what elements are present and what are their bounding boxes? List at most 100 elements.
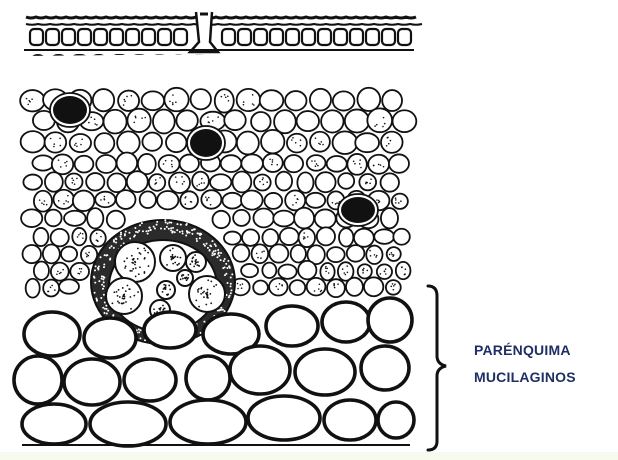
parenchyma-cell: [90, 230, 105, 247]
stipple-dot: [122, 297, 124, 299]
stipple-dot: [74, 144, 76, 146]
stipple-dot: [391, 252, 393, 254]
stipple-dot: [210, 281, 212, 283]
stipple-dot: [144, 117, 146, 119]
stipple-dot: [393, 289, 395, 291]
stipple-dot: [198, 265, 200, 267]
stipple-dot: [123, 104, 125, 106]
stipple-dot: [116, 291, 118, 293]
sheath-dot: [191, 229, 193, 231]
sheath-dot: [204, 245, 206, 247]
cuticle-line: [26, 17, 416, 18]
parenchyma-cell: [117, 131, 140, 154]
sheath-dot: [139, 337, 141, 339]
stipple-dot: [135, 267, 137, 269]
stipple-dot: [80, 232, 82, 234]
sheath-dot: [220, 259, 222, 261]
epidermal-cell: [126, 29, 139, 45]
stipple-dot: [124, 267, 126, 269]
stipple-dot: [117, 295, 119, 297]
stipple-dot: [132, 259, 134, 261]
stipple-dot: [81, 268, 83, 270]
stipple-dot: [140, 253, 142, 255]
stipple-dot: [345, 274, 347, 276]
stipple-dot: [138, 273, 140, 275]
stipple-dot: [300, 145, 302, 147]
stipple-dot: [205, 304, 207, 306]
parenchyma-cell: [345, 109, 369, 132]
stipple-dot: [262, 177, 264, 179]
parenchyma-cell: [310, 89, 331, 111]
stipple-dot: [155, 179, 157, 181]
parenchyma-cell: [339, 228, 353, 246]
parenchyma-cell: [262, 263, 276, 278]
sheath-dot: [94, 269, 96, 271]
parenchyma-cell: [224, 110, 245, 130]
stipple-dot: [86, 256, 88, 258]
stipple-dot: [133, 122, 135, 124]
stipple-dot: [296, 198, 298, 200]
stipple-dot: [176, 264, 178, 266]
stipple-dot: [194, 254, 196, 256]
sheath-dot: [138, 230, 140, 232]
stipple-dot: [263, 184, 265, 186]
sheath-dot: [185, 235, 187, 237]
mucilaginous-cell: [295, 349, 355, 395]
mucilaginous-cell: [248, 396, 320, 440]
stipple-dot: [100, 236, 102, 238]
stipple-dot: [59, 273, 61, 275]
sheath-dot: [180, 224, 182, 226]
stipple-dot: [252, 103, 254, 105]
parenchyma-cell: [215, 89, 234, 112]
sheath-dot: [148, 230, 150, 232]
vascular-cell: [157, 281, 175, 299]
sheath-dot: [186, 231, 188, 233]
sheath-dot: [120, 233, 122, 235]
stipple-dot: [200, 288, 202, 290]
stipple-dot: [81, 138, 83, 140]
stipple-dot: [271, 164, 273, 166]
stipple-dot: [203, 182, 205, 184]
mucilaginous-cell: [361, 346, 409, 390]
sheath-dot: [196, 238, 198, 240]
sheath-dot: [160, 227, 162, 229]
stipple-dot: [346, 265, 348, 267]
stipple-dot: [65, 200, 67, 202]
sheath-dot: [95, 265, 97, 267]
mucilaginous-cell: [186, 356, 230, 400]
stipple-dot: [206, 200, 208, 202]
stipple-dot: [181, 176, 183, 178]
stipple-dot: [144, 250, 146, 252]
stipple-dot: [79, 268, 81, 270]
stipple-dot: [147, 252, 149, 254]
stipple-dot: [259, 181, 261, 183]
stipple-dot: [104, 199, 106, 201]
bracket: [428, 286, 446, 450]
stipple-dot: [177, 256, 179, 258]
stipple-dot: [118, 289, 120, 291]
sheath-dot: [224, 310, 226, 312]
stipple-dot: [50, 286, 52, 288]
sheath-dot: [139, 224, 141, 226]
parenchyma-cell: [299, 228, 315, 247]
stipple-dot: [366, 182, 368, 184]
stipple-dot: [122, 295, 124, 297]
stipple-dot: [94, 123, 96, 125]
stipple-dot: [198, 288, 200, 290]
sheath-dot: [97, 269, 99, 271]
stipple-dot: [167, 294, 169, 296]
epidermal-cell: [398, 29, 411, 45]
stipple-dot: [393, 285, 395, 287]
stipple-dot: [54, 289, 56, 291]
parenchyma-cell: [140, 191, 156, 208]
stipple-dot: [123, 302, 125, 304]
parenchyma-cell: [355, 133, 379, 152]
stipple-dot: [148, 265, 150, 267]
parenchyma-cell: [284, 155, 303, 172]
sheath-dot: [227, 260, 229, 262]
parenchyma-cell: [306, 193, 325, 208]
stipple-dot: [165, 288, 167, 290]
stipple-dot: [131, 262, 133, 264]
stipple-dot: [90, 116, 92, 118]
stipple-dot: [127, 285, 129, 287]
